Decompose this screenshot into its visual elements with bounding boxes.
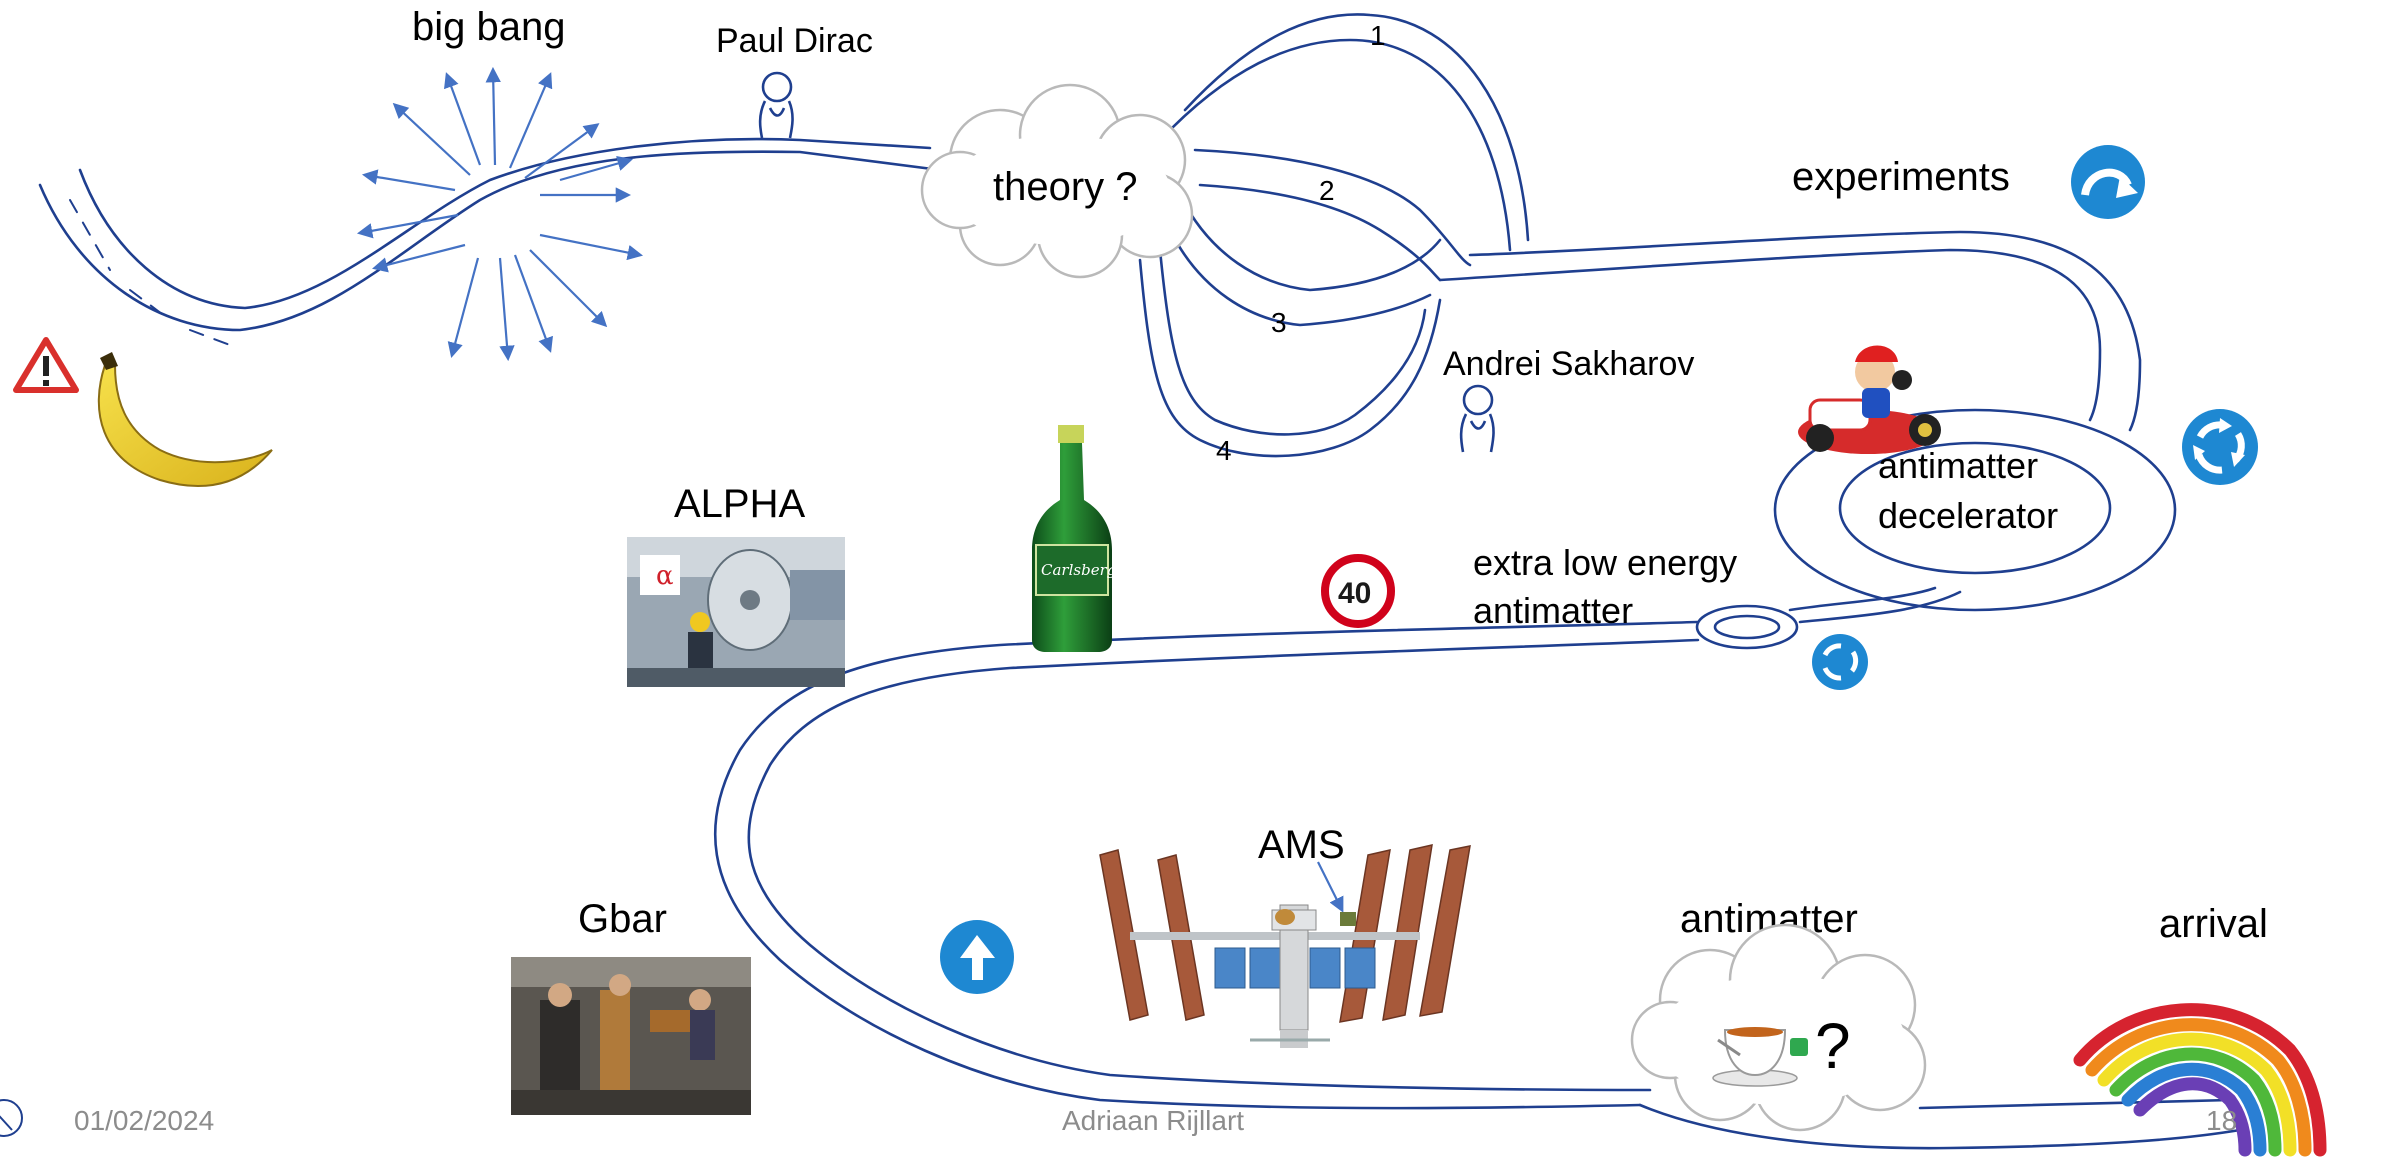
- footer-logo: [0, 1099, 23, 1137]
- antimatter-decelerator-label-line1: antimatter: [1878, 445, 2038, 486]
- warning-triangle-icon: [13, 337, 79, 393]
- kart-icon: [1798, 345, 1941, 454]
- arrival-label: arrival: [2159, 902, 2268, 946]
- antimatter-decelerator-label-line2: decelerator: [1878, 495, 2058, 536]
- paul-dirac-label: Paul Dirac: [716, 22, 873, 60]
- route-1-label: 1: [1370, 20, 1386, 51]
- route-2-label: 2: [1319, 175, 1335, 206]
- footer-date: 01/02/2024: [74, 1105, 214, 1136]
- roundabout-sign-icon[interactable]: [1812, 634, 1868, 690]
- road: [38, 13, 2242, 1150]
- space-station-icon: [1099, 844, 1471, 1048]
- antimatter-cloud: ?: [1630, 923, 1927, 1132]
- banana-icon: [97, 352, 273, 487]
- route-4-label: 4: [1216, 435, 1232, 466]
- gbar-photo: [511, 957, 751, 1115]
- route-3-label: 3: [1271, 307, 1287, 338]
- turn-right-sign-icon[interactable]: [2071, 145, 2145, 219]
- ams-pointer-arrow: [1317, 861, 1344, 913]
- theory-cloud: theory ?: [920, 83, 1194, 279]
- extra-low-energy-label-line1: extra low energy: [1473, 542, 1737, 583]
- ams-label: AMS: [1258, 823, 1345, 867]
- extra-low-energy-label-line2: antimatter: [1473, 590, 1633, 631]
- andrei-sakharov-label: Andrei Sakharov: [1443, 345, 1694, 383]
- rainbow-icon: [2073, 1003, 2327, 1157]
- person-icon: [1459, 384, 1495, 453]
- theory-label: theory ?: [993, 165, 1138, 209]
- alpha-label: ALPHA: [674, 482, 805, 526]
- straight-ahead-sign-icon[interactable]: [940, 920, 1014, 994]
- big-bang-arrows: [356, 66, 644, 362]
- gbar-label: Gbar: [578, 897, 667, 941]
- experiments-label: experiments: [1792, 155, 2010, 199]
- beer-label: Carlsberg: [1041, 561, 1116, 579]
- footer-page-number: 18: [2206, 1105, 2237, 1136]
- teacup-icon: [1712, 1027, 1808, 1087]
- alpha-photo: α: [627, 537, 845, 687]
- big-bang-label: big bang: [412, 5, 565, 49]
- antimatter-question-mark: ?: [1815, 1010, 1851, 1082]
- speed-limit-value: 40: [1338, 577, 1371, 610]
- beer-bottle-icon: Carlsberg: [1032, 425, 1116, 652]
- roundabout-sign-icon[interactable]: [2182, 409, 2258, 485]
- footer-author: Adriaan Rijllart: [1062, 1105, 1244, 1136]
- svg-text:α: α: [656, 561, 674, 591]
- speed-limit-sign-icon[interactable]: 40: [1321, 554, 1395, 628]
- person-icon: [758, 71, 794, 139]
